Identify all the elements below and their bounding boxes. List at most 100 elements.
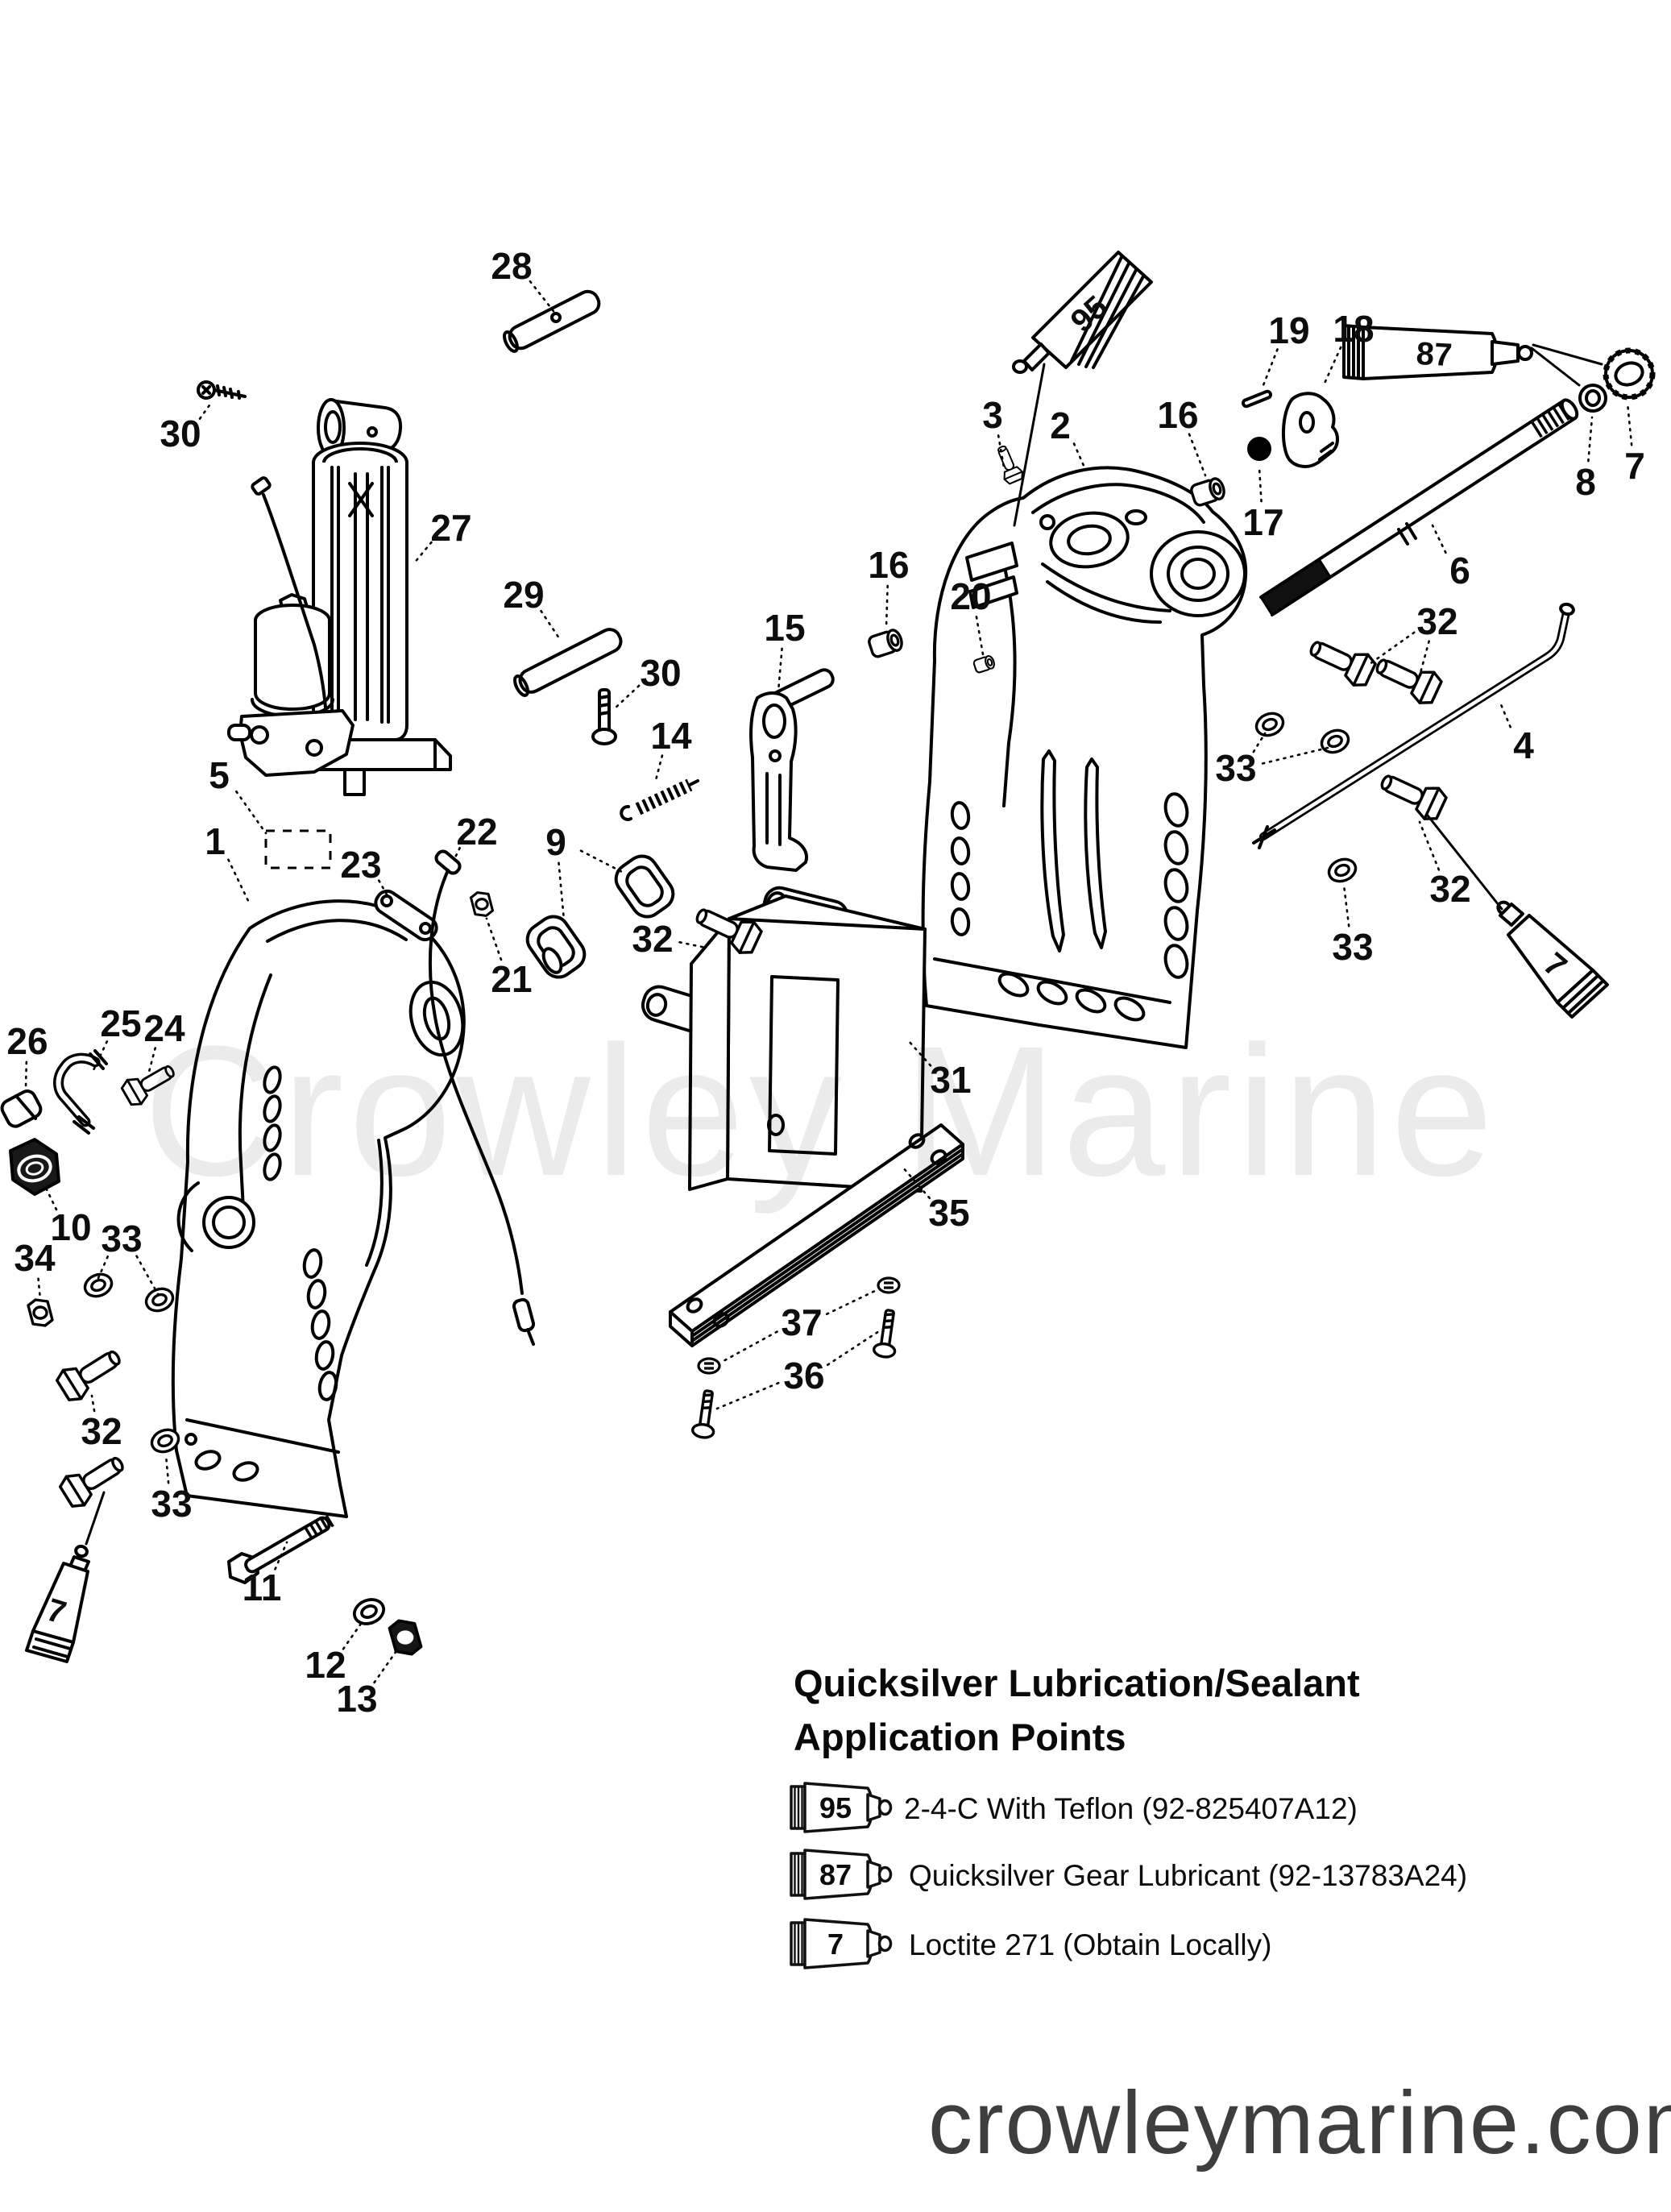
part-washer-12 <box>349 1593 389 1630</box>
part-clip-25 <box>53 1049 108 1135</box>
callout-label-32: 32 <box>1416 600 1457 642</box>
callout-leader-36 <box>715 1381 780 1410</box>
part-nut-10 <box>9 1138 60 1196</box>
part-washer-33-d <box>80 1268 117 1302</box>
callout-label-2: 2 <box>1050 405 1071 446</box>
callout-leader-15 <box>777 647 783 693</box>
legend-row-7: 7 Loctite 271 (Obtain Locally) <box>790 1918 1271 1969</box>
part-link-23 <box>374 889 438 942</box>
part-bolt-3 <box>991 442 1026 486</box>
part-oring-8 <box>1578 384 1607 413</box>
part-tube-7-right <box>1496 900 1609 1019</box>
callout-label-33: 33 <box>1215 747 1256 789</box>
callout-leader-16 <box>1188 433 1207 477</box>
callout-label-24: 24 <box>143 1007 185 1049</box>
callout-label-28: 28 <box>491 245 532 287</box>
callout-leader-33 <box>135 1255 160 1296</box>
part-washer-33-c <box>1324 853 1361 887</box>
application-line-4 <box>85 1491 106 1546</box>
callout-leader-1 <box>227 858 251 906</box>
part-anchor-bracket-15 <box>749 668 835 872</box>
part-nut-37-b <box>877 1276 901 1294</box>
part-washer-33-e <box>141 1283 178 1317</box>
callout-label-11: 11 <box>243 1567 282 1608</box>
callout-leader-33 <box>1342 883 1350 928</box>
callout-leader-32 <box>1418 820 1441 871</box>
part-nut-34 <box>27 1298 54 1327</box>
callout-label-30: 30 <box>640 652 681 694</box>
callout-label-32: 32 <box>1429 868 1470 910</box>
callout-label-33: 33 <box>101 1218 142 1260</box>
legend-title-line2: Application Points <box>794 1716 1126 1758</box>
callout-leader-34 <box>37 1277 42 1301</box>
callout-leader-22 <box>452 846 461 862</box>
callout-label-8: 8 <box>1575 461 1596 503</box>
part-trim-pump <box>227 476 355 777</box>
part-nut-21 <box>469 891 495 917</box>
part-locknut-7 <box>1603 347 1656 400</box>
callout-label-1: 1 <box>205 820 226 862</box>
callout-leader-4 <box>1499 701 1511 728</box>
part-clamp-box-31 <box>641 886 927 1193</box>
callout-label-32: 32 <box>632 918 673 960</box>
callout-leader-37 <box>720 1330 778 1363</box>
callout-label-30: 30 <box>160 413 201 454</box>
part-bushing-16-left <box>866 627 906 660</box>
callout-label-12: 12 <box>305 1644 346 1686</box>
callout-label-10: 10 <box>50 1206 91 1248</box>
site-footer-text: crowleymarine.com <box>928 2073 1671 2173</box>
part-transom-bracket-starboard <box>921 466 1248 1049</box>
callout-label-21: 21 <box>491 958 532 1000</box>
tube-number-87: 87 <box>1416 336 1453 373</box>
legend-row-87: 87 Quicksilver Gear Lubricant (92-13783A… <box>790 1849 1467 1900</box>
legend-label-95: 2-4-C With Teflon (92-825407A12) <box>904 1792 1358 1825</box>
part-pin-29 <box>513 628 623 697</box>
part-nut-13 <box>388 1619 423 1656</box>
callout-leader-20 <box>975 616 985 656</box>
callout-leader-12 <box>342 1620 364 1650</box>
callout-leader-30 <box>198 401 213 420</box>
callout-leader-32 <box>90 1394 96 1413</box>
callout-label-37: 37 <box>781 1301 822 1343</box>
callout-leader-19 <box>1262 348 1279 387</box>
part-screw-36-a <box>690 1388 721 1441</box>
callout-leader-35 <box>901 1165 931 1200</box>
part-link-rod-4 <box>1252 602 1575 849</box>
callout-leader-14 <box>654 754 664 782</box>
callout-label-3: 3 <box>982 394 1003 436</box>
part-tube-87 <box>1342 324 1533 380</box>
callout-label-15: 15 <box>764 607 805 649</box>
callout-label-9: 9 <box>545 821 566 863</box>
callout-leader-10 <box>44 1185 58 1211</box>
callout-leader-3 <box>997 434 1006 469</box>
callout-leader-23 <box>377 879 388 896</box>
part-ball-17 <box>1247 437 1271 461</box>
part-bolt-32-right-low <box>1375 764 1450 825</box>
part-pump-dashed-outline <box>264 829 332 869</box>
callout-leader-26 <box>24 1060 28 1089</box>
part-bolt-11 <box>227 1514 336 1584</box>
callout-label-31: 31 <box>930 1059 971 1101</box>
application-line-1 <box>1530 347 1581 387</box>
part-cable-22 <box>428 849 536 1346</box>
legend-code-87: 87 <box>819 1858 852 1891</box>
callout-leader-13 <box>373 1647 400 1684</box>
callout-label-25: 25 <box>100 1002 141 1044</box>
callout-leader-32 <box>678 940 707 949</box>
callout-leader-29 <box>540 609 561 640</box>
callout-leader-31 <box>907 1040 932 1067</box>
part-pin-19 <box>1242 389 1272 409</box>
callout-label-23: 23 <box>340 844 381 886</box>
part-tube-95 <box>1012 251 1153 374</box>
callout-leader-7 <box>1626 401 1633 446</box>
part-bolt-32-right-a <box>1304 630 1379 691</box>
part-bushing-26 <box>0 947 563 1128</box>
callout-leader-2 <box>1072 442 1086 469</box>
callout-leader-33 <box>1261 746 1329 765</box>
application-line-2 <box>1532 343 1603 366</box>
part-tube-7-left <box>25 1544 90 1663</box>
part-bolt-32-bl-upper <box>52 1340 128 1406</box>
callout-label-4: 4 <box>1513 724 1534 766</box>
callout-label-14: 14 <box>650 715 692 757</box>
